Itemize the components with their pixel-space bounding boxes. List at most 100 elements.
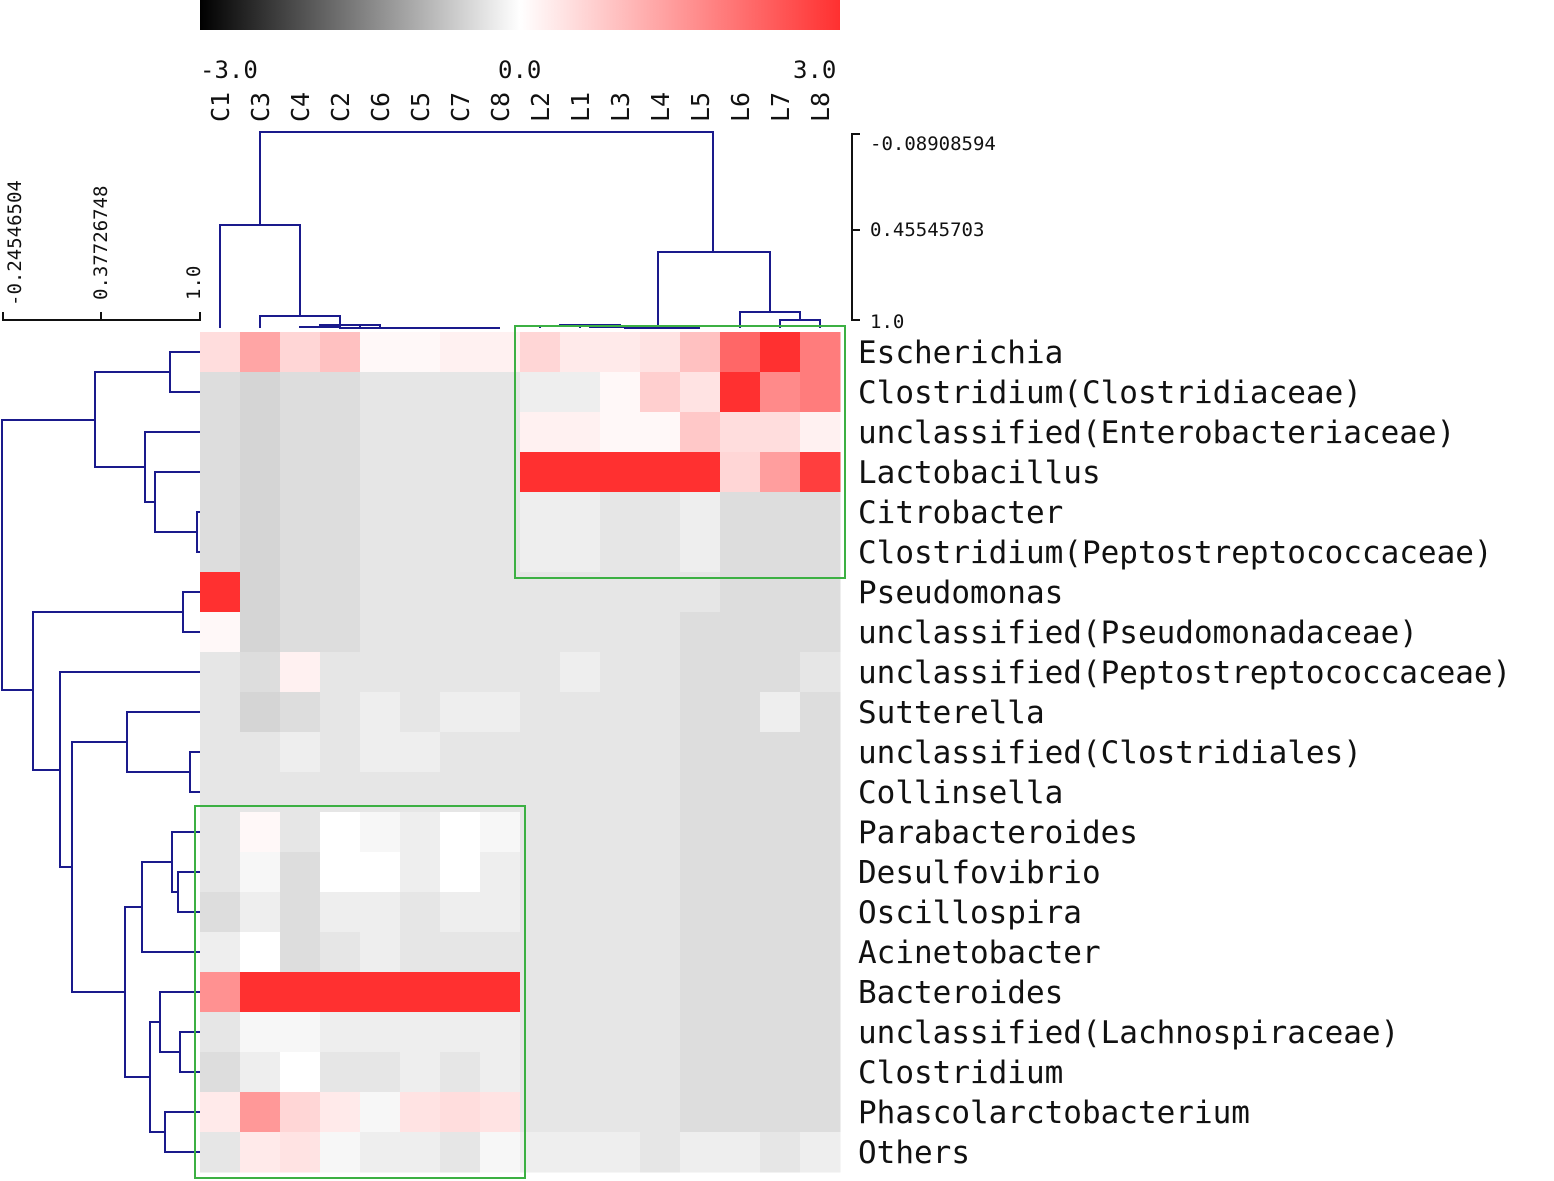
heatmap-cell xyxy=(640,732,681,773)
heatmap-cell xyxy=(640,972,681,1013)
heatmap-cell xyxy=(480,812,521,853)
heatmap-cell xyxy=(560,452,601,493)
heatmap-cell xyxy=(400,852,441,893)
heatmap-cell xyxy=(480,412,521,453)
highlight-boxes xyxy=(194,325,846,1179)
heatmap-cell xyxy=(320,652,361,693)
heatmap-cell xyxy=(200,1092,241,1133)
heatmap-cell xyxy=(520,852,561,893)
heatmap-cell xyxy=(440,1132,481,1173)
heatmap-cell xyxy=(200,412,241,453)
heatmap-cell xyxy=(360,1092,401,1133)
heatmap-cell xyxy=(320,972,361,1013)
row-dendro-link xyxy=(154,471,200,533)
heatmap-cell xyxy=(240,852,281,893)
heatmap-cell xyxy=(480,1132,521,1173)
heatmap-cell xyxy=(240,372,281,413)
heatmap-cell xyxy=(520,332,561,373)
heatmap-cell xyxy=(560,1092,601,1133)
heatmap-cell xyxy=(760,972,801,1013)
heatmap-cell xyxy=(560,612,601,653)
heatmap-cell xyxy=(480,452,521,493)
heatmap-cell xyxy=(200,492,241,533)
heatmap-cell xyxy=(760,732,801,773)
heatmap-cell xyxy=(760,612,801,653)
column-label: C2 xyxy=(326,92,355,122)
heatmap-cell xyxy=(440,492,481,533)
heatmap-cell xyxy=(680,1132,721,1173)
row-label: Parabacteroides xyxy=(858,815,1138,851)
column-label: C8 xyxy=(486,92,515,122)
heatmap-cell xyxy=(280,612,321,653)
row-dendro-link xyxy=(1,419,95,691)
heatmap-cell xyxy=(360,412,401,453)
heatmap-cell xyxy=(440,812,481,853)
heatmap-cell xyxy=(440,892,481,933)
heatmap-cell xyxy=(240,932,281,973)
heatmap-cell xyxy=(800,452,841,493)
heatmap-cell xyxy=(600,332,641,373)
row-label: unclassified(Lachnospiraceae) xyxy=(858,1015,1399,1051)
heatmap-cell xyxy=(480,492,521,533)
heatmap-cell xyxy=(480,932,521,973)
heatmap-cell xyxy=(320,572,361,613)
heatmap-cell xyxy=(200,852,241,893)
col-dendro-link xyxy=(624,327,700,329)
heatmap-cell xyxy=(240,532,281,573)
heatmap-cell xyxy=(600,492,641,533)
heatmap-cell xyxy=(680,372,721,413)
row-label: unclassified(Peptostreptococcaceae) xyxy=(858,655,1511,691)
heatmap-cell xyxy=(360,652,401,693)
row-dendro-link xyxy=(189,751,200,793)
heatmap-cell xyxy=(720,492,761,533)
heatmap-cell xyxy=(720,1132,761,1173)
heatmap-cell xyxy=(400,692,441,733)
heatmap-cell xyxy=(280,372,321,413)
heatmap-cell xyxy=(760,452,801,493)
heatmap-cell xyxy=(560,972,601,1013)
column-label: C3 xyxy=(246,92,275,122)
heatmap-cell xyxy=(400,1132,441,1173)
row-dendrogram-scale: -0.24546504 0.37726748 1.0 xyxy=(2,180,205,321)
heatmap-cell xyxy=(240,1132,281,1173)
row-dendro-link xyxy=(71,741,127,993)
heatmap-cell xyxy=(360,692,401,733)
column-label: L4 xyxy=(646,92,675,122)
heatmap-cell xyxy=(520,612,561,653)
heatmap-cell xyxy=(640,612,681,653)
row-dendro-link xyxy=(169,351,200,393)
heatmap-cell xyxy=(760,1092,801,1133)
heatmap-cell xyxy=(280,452,321,493)
row-label: unclassified(Enterobacteriaceae) xyxy=(858,415,1455,451)
heatmap-cell xyxy=(720,972,761,1013)
heatmap-cell xyxy=(680,532,721,573)
heatmap-cell xyxy=(280,652,321,693)
heatmap-cell xyxy=(400,1052,441,1093)
heatmap-cell xyxy=(800,932,841,973)
heatmap-cell xyxy=(200,1132,241,1173)
heatmap-cell xyxy=(360,972,401,1013)
heatmap-cell xyxy=(560,412,601,453)
heatmap-cell xyxy=(560,492,601,533)
row-dendro-link xyxy=(149,1021,165,1133)
heatmap-cell xyxy=(560,372,601,413)
heatmap-cell xyxy=(640,692,681,733)
heatmap-cell xyxy=(560,1132,601,1173)
row-label: Pseudomonas xyxy=(858,575,1063,611)
heatmap-cell xyxy=(400,652,441,693)
heatmap-cell xyxy=(600,732,641,773)
row-dendro-link xyxy=(59,671,200,868)
heatmap-cell xyxy=(720,332,761,373)
heatmap-cell xyxy=(800,412,841,453)
heatmap-cell xyxy=(760,892,801,933)
heatmap-cell xyxy=(520,532,561,573)
heatmap-cell xyxy=(640,652,681,693)
heatmap-cell xyxy=(240,332,281,373)
row-label: Desulfovibrio xyxy=(858,855,1101,891)
heatmap-cell xyxy=(200,972,241,1013)
row-dendro-link xyxy=(124,906,150,1078)
heatmap-cell xyxy=(280,412,321,453)
heatmap-cell xyxy=(680,452,721,493)
heatmap-cell xyxy=(480,572,521,613)
heatmap-cell xyxy=(440,452,481,493)
